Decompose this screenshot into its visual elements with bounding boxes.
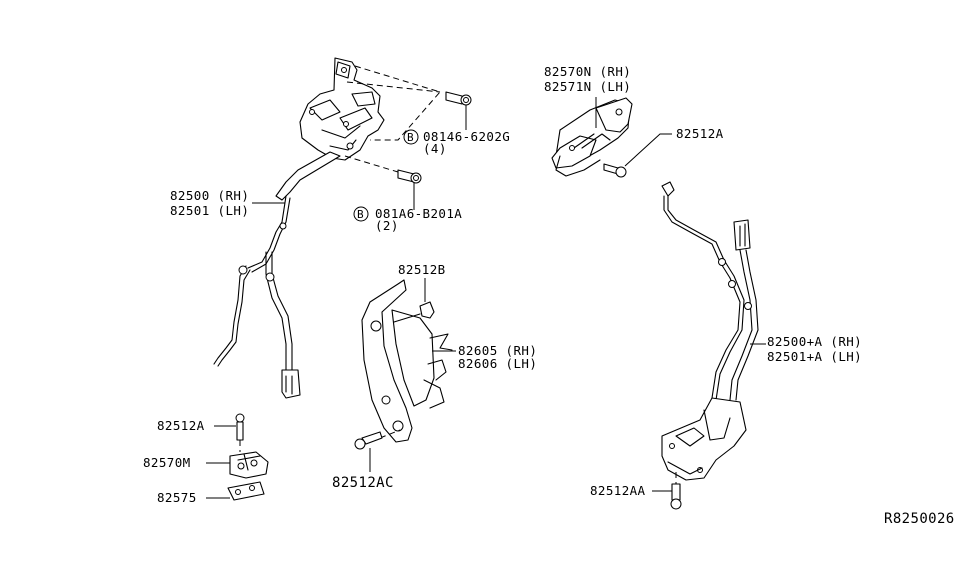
door-lock-actuator-rear (661, 397, 747, 481)
label-handle-rh: 82570N (RH) (544, 64, 631, 79)
label-shim: 82575 (157, 490, 197, 505)
label-clip: 82512B (398, 262, 446, 277)
bolt-top (346, 65, 472, 141)
label-screw-bracket: 82512AC (332, 475, 394, 491)
label-bolt-mid-part: 081A6-B201A (375, 206, 462, 221)
wire-harness-rear (661, 181, 759, 401)
striker-screw (235, 413, 245, 452)
striker (229, 451, 269, 479)
screw-lock (670, 472, 682, 510)
label-handle-lh: 82571N (LH) (544, 79, 631, 94)
label-bolt-mid-qty: (2) (375, 218, 399, 233)
label-screw-handle: 82512A (676, 126, 724, 141)
door-lock-actuator-front (299, 57, 385, 161)
screw-handle (603, 163, 627, 178)
label-striker: 82570M (143, 455, 191, 470)
reference-code: R8250026 (884, 511, 955, 527)
outside-handle (551, 97, 633, 177)
bolt-top-callout: B 08146-6202G (4) (403, 129, 510, 156)
screw-bracket (354, 429, 401, 450)
label-bracket-rh: 82605 (RH) (458, 343, 537, 358)
label-harness-front-rh: 82500 (RH) (170, 188, 249, 203)
inside-handle-bracket (361, 279, 453, 443)
leader-screw-handle (624, 133, 672, 167)
label-screw-lock: 82512AA (590, 483, 646, 498)
bolt-mid (344, 155, 422, 184)
label-bracket-lh: 82606 (LH) (458, 356, 537, 371)
bolt-mid-prefix: B (357, 208, 364, 221)
label-harness-rear-lh: 82501+A (LH) (767, 349, 862, 364)
label-harness-rear-rh: 82500+A (RH) (767, 334, 862, 349)
clip (419, 301, 435, 319)
label-bolt-top-qty: (4) (423, 141, 447, 156)
shim (227, 481, 265, 501)
label-bolt-top-part: 08146-6202G (423, 129, 510, 144)
label-striker-screw: 82512A (157, 418, 205, 433)
bolt-top-prefix: B (407, 131, 414, 144)
bolt-mid-callout: B 081A6-B201A (2) (353, 206, 462, 233)
label-harness-front-lh: 82501 (LH) (170, 203, 249, 218)
wire-harness-front (213, 151, 341, 399)
